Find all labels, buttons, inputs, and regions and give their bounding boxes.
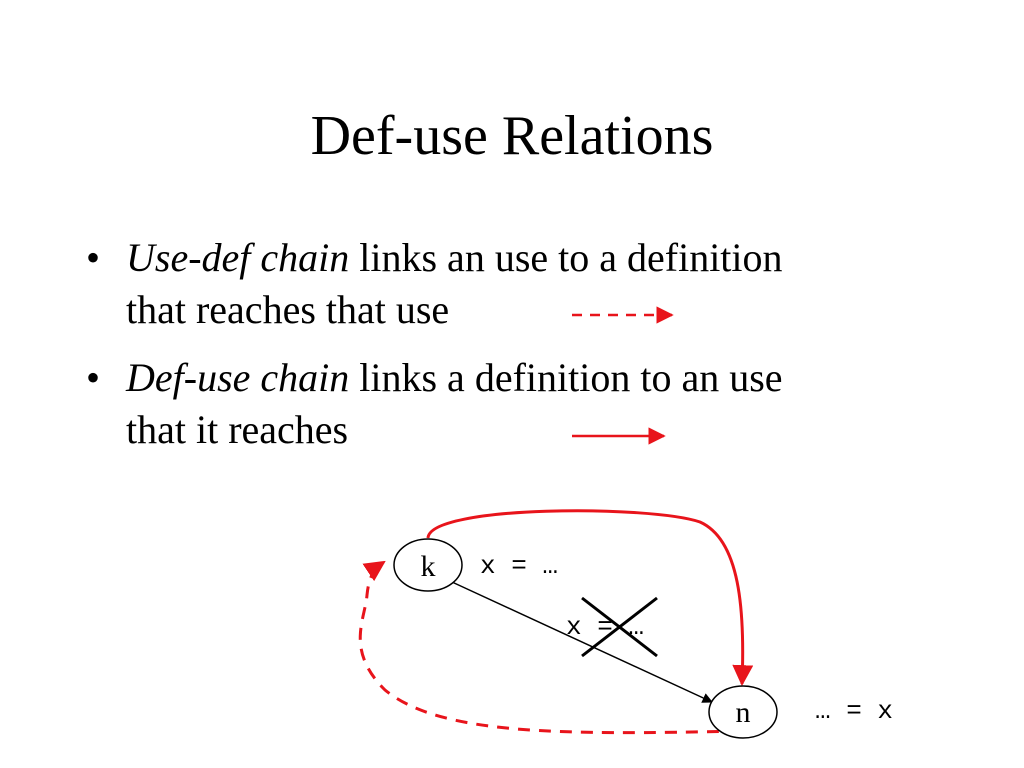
term-use-def-chain: Use-def chain <box>126 235 350 280</box>
node-n-label: n <box>736 696 751 729</box>
node-k-label: k <box>421 550 436 583</box>
bullet-line2: that reaches that use <box>126 287 450 332</box>
use-def-chain-arrow <box>358 560 741 735</box>
term-def-use-chain: Def-use chain <box>126 355 350 400</box>
cross-mark-line <box>581 596 658 658</box>
bullet-text: Def-use chain links a definition to an u… <box>126 352 926 456</box>
node-k <box>393 538 463 592</box>
def-use-chain-arrow <box>426 509 754 687</box>
cfg-edge <box>451 581 713 703</box>
bullet-text: Use-def chain links an use to a definiti… <box>126 232 926 336</box>
stmt-use-n: … = x <box>815 696 893 726</box>
slide-title: Def-use Relations <box>310 105 714 167</box>
bullet-line2: that it reaches <box>126 407 349 452</box>
bullet-line1-rest: links an use to a definition <box>349 235 783 280</box>
stmt-def-k: x = … <box>480 551 558 581</box>
bullet-marker: • <box>86 235 101 280</box>
bullet-line1-rest: links a definition to an use <box>349 355 783 400</box>
bullet-marker: • <box>86 355 101 400</box>
node-n <box>708 685 778 739</box>
